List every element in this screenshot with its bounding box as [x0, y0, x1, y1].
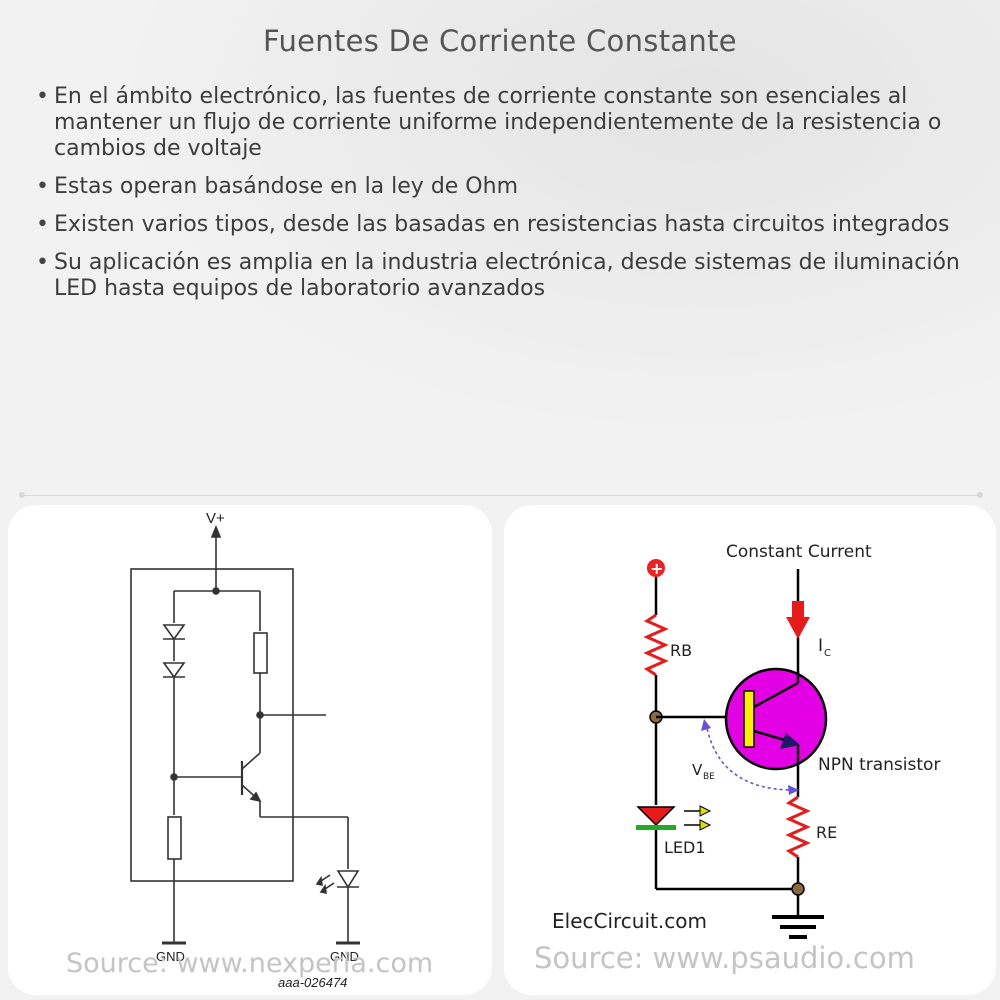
- led-diode-icon: [336, 870, 360, 889]
- led-light-arrow-icon: [315, 875, 323, 887]
- ic-label: I: [818, 636, 823, 656]
- rb-label: RB: [670, 641, 692, 660]
- positive-terminal-icon: [647, 559, 665, 577]
- left-circuit-card: V+ GND: [8, 505, 492, 995]
- re-resistor-icon: [785, 795, 811, 859]
- right-circuit-diagram: Constant Current + RB I C NPN transistor…: [552, 542, 940, 939]
- emitter-arrow-icon: [780, 733, 800, 749]
- right-circuit-card: Constant Current + RB I C NPN transistor…: [504, 505, 996, 995]
- source-credit-right: Source: www.psaudio.com: [534, 941, 915, 975]
- supply-arrow-icon: [210, 524, 222, 538]
- led-light-arrow-icon: [699, 805, 712, 817]
- transistor-collector: [241, 752, 261, 770]
- diode-1-icon: [162, 624, 186, 641]
- diode-2-icon: [162, 662, 186, 679]
- vbe-arrow-bottom-icon: [788, 785, 799, 795]
- resistor-right-icon: [253, 632, 268, 674]
- vplus-label: V+: [206, 510, 225, 527]
- positive-symbol: +: [650, 559, 663, 578]
- section-divider: [19, 492, 983, 498]
- rb-resistor-icon: [643, 613, 669, 677]
- bullet-item: Estas operan basándose en la ley de Ohm: [34, 174, 964, 200]
- current-arrow-shaft: [792, 601, 804, 617]
- junction-dot: [212, 587, 220, 595]
- bullet-item: En el ámbito electrónico, las fuentes de…: [34, 84, 964, 162]
- npn-transistor-label: NPN transistor: [818, 755, 940, 775]
- re-label: RE: [816, 823, 837, 842]
- page-title: Fuentes De Corriente Constante: [263, 24, 737, 58]
- led-body-icon: [636, 806, 676, 827]
- vbe-subscript: BE: [703, 772, 715, 782]
- resistor-left-icon: [167, 816, 182, 860]
- constant-current-label: Constant Current: [726, 542, 872, 562]
- gnd-label-left: GND: [156, 949, 185, 964]
- part-code-label: aaa-026474: [278, 975, 347, 990]
- eleccircuit-brand: ElecCircuit.com: [552, 909, 707, 933]
- led1-label: LED1: [664, 838, 706, 857]
- current-arrow-icon: [786, 617, 810, 639]
- npn-transistor-body: [724, 667, 828, 771]
- bullet-item: Existen varios tipos, desde las basadas …: [34, 212, 964, 238]
- ic-subscript: C: [824, 648, 831, 659]
- ground-junction-dot: [791, 882, 805, 896]
- vbe-label: V: [692, 761, 703, 779]
- vbe-arrow-top-icon: [701, 719, 711, 731]
- gnd-label-right: GND: [330, 949, 359, 964]
- ic-package-outline: [130, 568, 294, 882]
- led-light-arrow-icon: [319, 883, 327, 895]
- emitter-arrow-icon: [249, 791, 262, 803]
- bullet-item: Su aplicación es amplia en la industria …: [34, 250, 964, 302]
- bullet-list: En el ámbito electrónico, las fuentes de…: [34, 84, 964, 314]
- transistor-base-plate: [743, 690, 755, 748]
- transistor-emitter-lead: [753, 729, 789, 743]
- transistor-collector-lead: [753, 681, 799, 709]
- led-cathode-bar: [636, 825, 676, 830]
- left-circuit-diagram: V+ GND: [130, 510, 360, 990]
- led-light-arrow-icon: [699, 819, 712, 831]
- source-credit-left: Source: www.nexperia.com: [66, 948, 434, 979]
- vbe-arc: [705, 722, 797, 791]
